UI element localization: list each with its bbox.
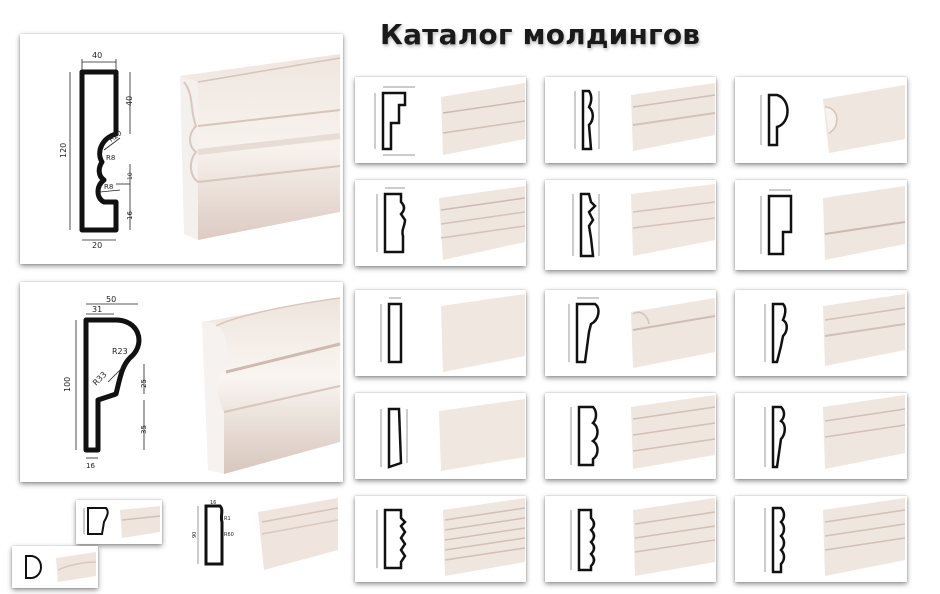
molding-card-small-1-image [83,506,161,538]
dim-label: R8 [106,154,115,162]
molding-card-c3-r5[interactable] [735,496,907,582]
dim-label: 16 [210,500,216,506]
molding-card-small-1[interactable] [76,500,162,544]
molding-card-c3-r3-image [764,294,906,366]
molding-card-c3-r4-image [764,395,906,469]
molding-card-c1-r5[interactable] [355,496,526,582]
molding-card-c2-r5-image [570,498,716,576]
molding-card-large-2-image: 50 31 R23 R33 100 25 35 16 [63,295,341,474]
dim-label: R8 [104,183,113,191]
molding-card-c2-r2[interactable] [545,180,716,270]
molding-card-c3-r4[interactable] [735,393,907,479]
molding-card-c1-r1-image [374,83,526,156]
dim-label: R60 [224,532,234,538]
molding-card-c1-r3-image [380,294,525,372]
molding-card-large-1[interactable]: 40 40 120 R20 R8 10 R8 16 20 [20,34,343,264]
molding-card-c3-r2-image [760,186,906,260]
profile-drawing-icon [75,303,145,459]
molding-render-icon [180,54,341,240]
dim-label: 25 [140,379,148,388]
molding-item-bare[interactable]: 16 R1 R60 90 [180,494,340,574]
dim-label: 120 [59,143,68,158]
molding-card-c2-r2-image [572,184,716,258]
molding-card-c3-r2[interactable] [735,180,907,270]
molding-card-c2-r4[interactable] [545,393,716,479]
dim-label: R1 [224,516,231,522]
dim-label: 16 [86,462,95,470]
molding-card-c2-r1[interactable] [545,77,716,163]
molding-card-c1-r2[interactable] [355,180,526,266]
dim-label: 50 [106,295,116,304]
molding-card-c2-r1-image [574,83,716,151]
dim-label: 90 [192,532,198,538]
molding-card-c2-r4-image [570,395,716,469]
molding-render-icon [202,297,341,474]
molding-card-c1-r1[interactable] [355,77,526,163]
dim-label: 40 [125,96,134,106]
molding-card-c3-r5-image [764,498,906,576]
molding-item-bare-image: 16 R1 R60 90 [192,498,339,570]
molding-card-c2-r3[interactable] [545,290,716,376]
dim-label: 31 [92,305,102,314]
profile-drawing-icon [69,59,131,241]
dim-label: 40 [92,51,102,60]
molding-card-large-1-image: 40 40 120 R20 R8 10 R8 16 20 [59,51,341,250]
dim-label: 16 [126,211,134,220]
dim-label: 10 [127,172,134,180]
molding-card-c3-r1-image [760,85,905,153]
dim-label: R23 [112,347,128,356]
dim-label: 35 [140,425,148,434]
molding-card-c1-r3[interactable] [355,290,526,376]
molding-card-large-2[interactable]: 50 31 R23 R33 100 25 35 16 [20,282,343,482]
molding-card-c1-r5-image [376,498,526,576]
molding-card-c3-r1[interactable] [735,77,907,163]
molding-card-c1-r4-image [380,399,525,471]
molding-card-c1-r4[interactable] [355,393,526,479]
molding-card-small-2[interactable] [12,546,98,588]
molding-card-c2-r3-image [568,297,716,368]
dim-label: 100 [63,377,72,392]
molding-card-c2-r5[interactable] [545,496,716,582]
molding-card-small-2-image [25,552,97,582]
page-title: Каталог молдингов [380,18,701,51]
molding-card-c1-r2-image [376,186,526,260]
dim-label: 20 [92,241,102,250]
molding-card-c3-r3[interactable] [735,290,907,376]
